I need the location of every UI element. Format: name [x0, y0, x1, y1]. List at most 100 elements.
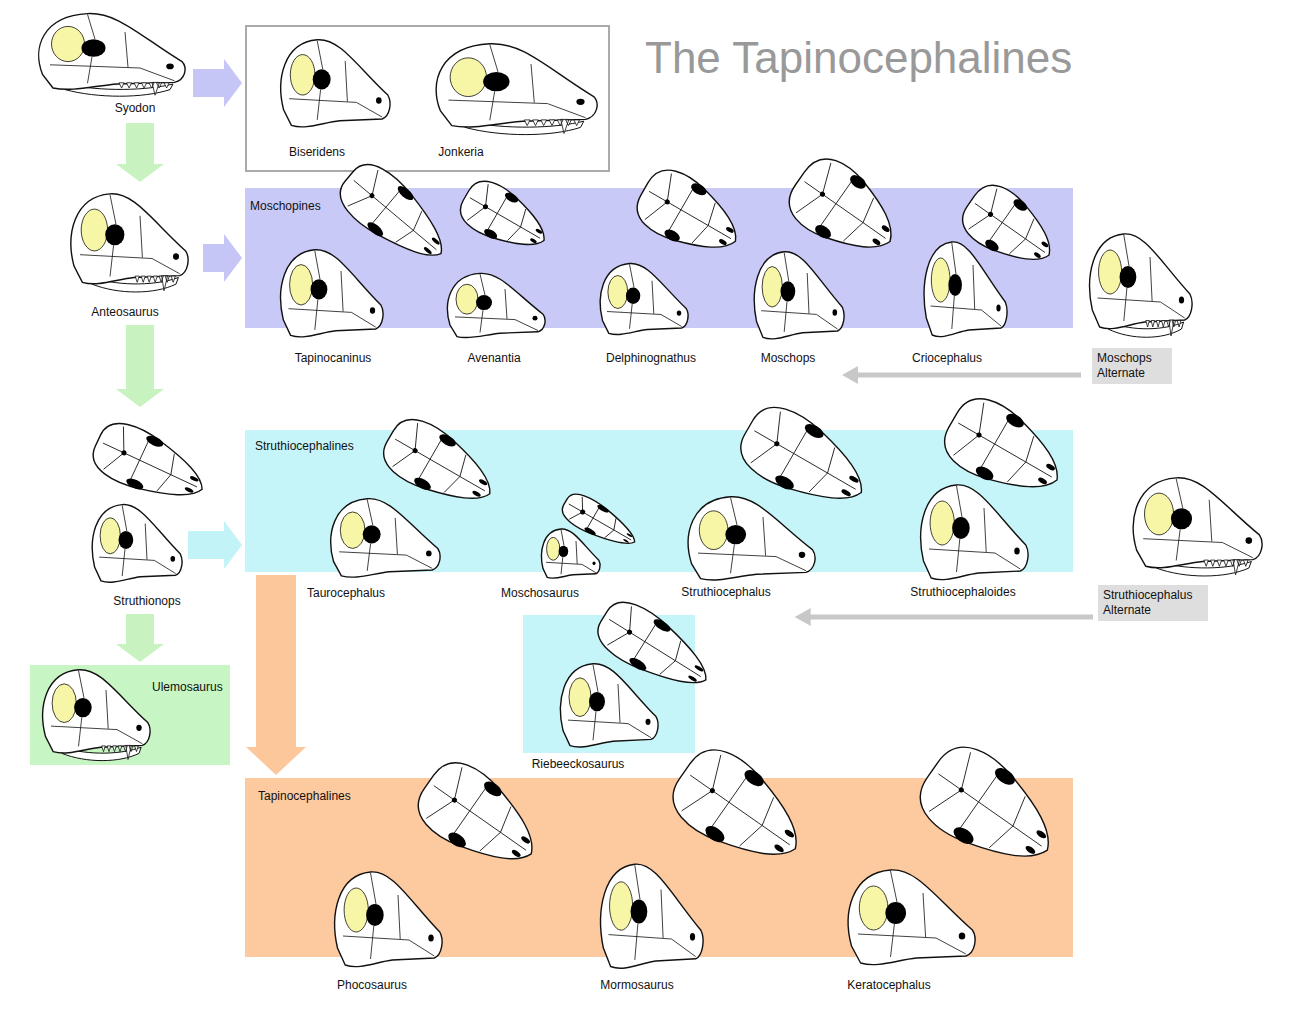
clade-band: Riebeeckosaurus [523, 615, 695, 753]
group-box: BiseridensJonkeria [245, 25, 610, 172]
lateral-skull [542, 529, 601, 578]
pineal-opening [579, 509, 586, 516]
nostril [1041, 241, 1049, 249]
taxon-label: Anteosaurus [91, 305, 158, 319]
skull-drawing [905, 170, 1070, 368]
skull-outline [71, 194, 188, 284]
skull-suture [1143, 479, 1253, 561]
pineal-opening [664, 198, 671, 205]
nostril [881, 224, 891, 233]
flow-arrow [116, 614, 164, 662]
skull-suture [92, 420, 208, 511]
temporal-opening [344, 888, 368, 932]
skull-outline [281, 40, 390, 127]
lateral-skull [436, 44, 597, 135]
flow-arrow [842, 366, 1081, 384]
skull-outline [628, 161, 751, 269]
flow-arrow [188, 521, 242, 569]
nostril [535, 228, 543, 234]
taxon-label: Phocosaurus [337, 978, 407, 992]
temporal-opening [859, 886, 888, 930]
skull-suture [669, 744, 812, 876]
skull-drawing [590, 155, 750, 368]
taxon-figure: Delphinognathus [590, 155, 750, 368]
nostril [1045, 463, 1056, 472]
taxon-figure: Moschosaurus [497, 485, 650, 603]
alternate-figure: Moschops Alternate [1083, 228, 1201, 393]
skull-drawing [675, 390, 885, 602]
skull-outline [407, 751, 553, 885]
orbit [781, 281, 796, 301]
skull-suture [99, 506, 175, 577]
orbit [1120, 266, 1137, 288]
orbit [483, 72, 509, 91]
skull-drawing [425, 32, 605, 162]
temporal-opening [52, 26, 85, 61]
taxon-label: Tapinocaninus [295, 351, 372, 365]
clade-band: TapinocephalinesPhocosaurusMormosaurusKe… [245, 778, 1073, 957]
nostril [166, 64, 174, 70]
taxon-figure: Moschops [752, 143, 902, 368]
nostril [520, 835, 531, 845]
skull-suture [289, 251, 376, 330]
dorsal-skull [779, 148, 911, 272]
orbit [952, 517, 970, 539]
skull-outline [921, 485, 1028, 580]
skull-suture [51, 671, 142, 747]
orbit [313, 69, 331, 89]
taxon-figure: Anteosaurus [55, 185, 200, 322]
teeth [135, 276, 175, 291]
alternate-figure: Struthiocephalus Alternate [1095, 472, 1270, 630]
flow-arrow [203, 234, 242, 282]
lateral-skull [331, 499, 440, 578]
taxon-label: Jonkeria [438, 145, 483, 159]
nostril [189, 475, 199, 482]
nostril [725, 226, 734, 234]
temporal-opening [1145, 493, 1174, 535]
skull-drawing [838, 728, 1078, 994]
nostril [1037, 476, 1048, 485]
temporal-opening [100, 518, 120, 554]
temporal-opening [931, 258, 950, 302]
alternate-label: Moschops Alternate [1092, 348, 1172, 384]
skull-drawing [85, 410, 185, 610]
skull-suture [381, 415, 498, 515]
skull-suture [738, 402, 872, 517]
skull-suture [50, 14, 175, 83]
lateral-skull [924, 242, 1007, 337]
lateral-skull [688, 497, 815, 580]
orbit [702, 823, 727, 846]
skull-outline [561, 664, 659, 747]
temporal-opening [340, 512, 365, 549]
skull-outline [453, 174, 556, 263]
skull-drawing [590, 730, 825, 994]
nostril [1014, 548, 1020, 555]
skull-outline [86, 415, 214, 515]
taxon-figure: Struthionops [85, 410, 185, 611]
nostril [376, 97, 382, 103]
dorsal-skull [907, 734, 1072, 886]
skull-outline [779, 148, 911, 272]
taxon-label: Moschosaurus [501, 586, 579, 600]
orbit [627, 656, 648, 673]
orbit [725, 525, 746, 544]
skull-drawing [265, 32, 415, 162]
nostril [848, 475, 859, 484]
taxon-label: Mormosaurus [600, 978, 673, 992]
taxon-label: Struthiocephalus [681, 585, 770, 599]
skull-suture [458, 178, 551, 259]
clade-band: StruthiocephalinesTaurocephalusMoschosau… [245, 430, 1073, 572]
orbit [742, 767, 767, 790]
temporal-opening [450, 58, 486, 97]
skull-outline [43, 670, 150, 753]
temporal-opening [547, 537, 560, 560]
temporal-opening [930, 501, 954, 545]
skull-suture [289, 41, 382, 120]
dorsal-skull [86, 415, 214, 515]
orbit [503, 191, 519, 205]
nostril [428, 935, 434, 942]
skull-drawing [440, 168, 565, 368]
taxon-figure: Syodon [30, 5, 190, 120]
orbit [74, 698, 92, 717]
nostril [626, 533, 633, 538]
